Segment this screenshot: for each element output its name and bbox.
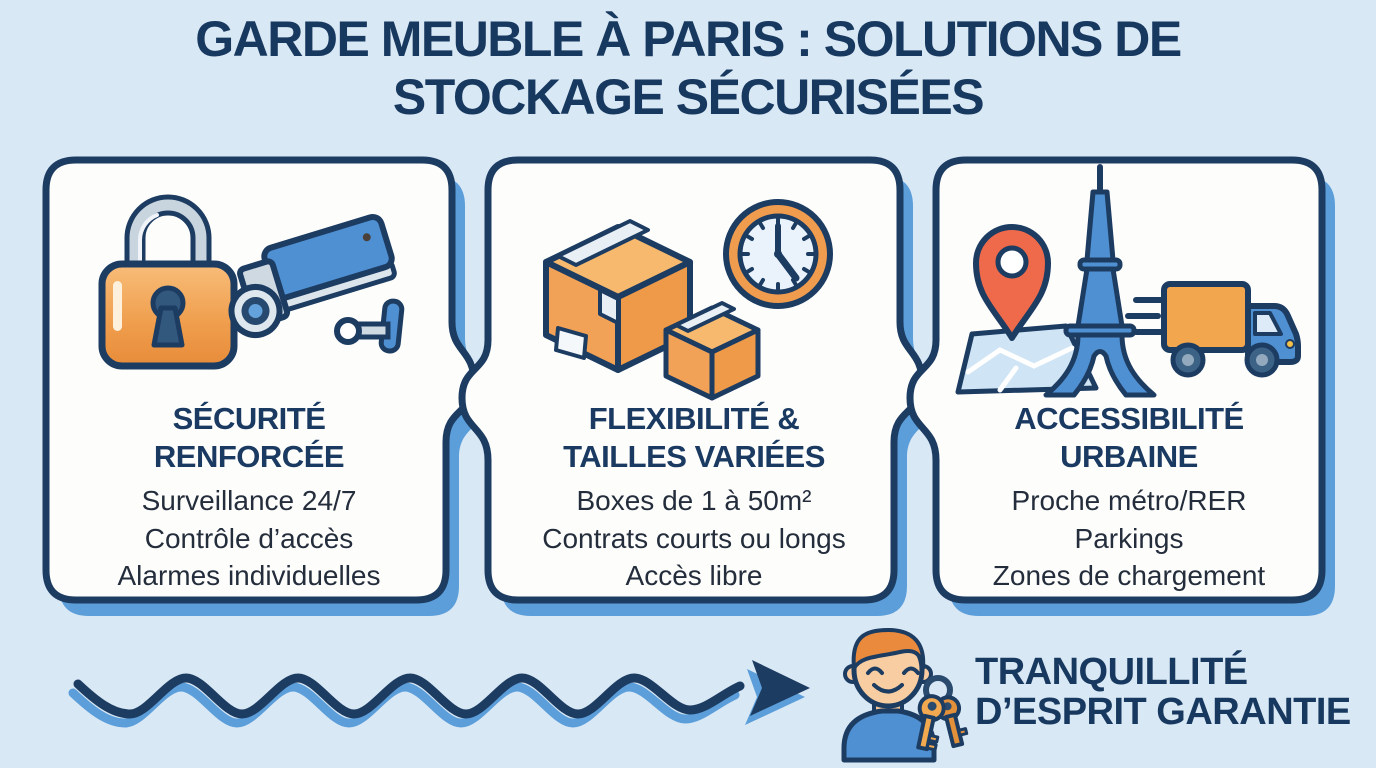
list-item: Zones de chargement: [992, 560, 1266, 591]
card-flexibility-title: FLEXIBILITÉ & TAILLES VARIÉES: [488, 400, 900, 476]
card-security-items: Surveillance 24/7 Contrôle d’accès Alarm…: [46, 482, 452, 595]
page-title: GARDE MEUBLE À PARIS : SOLUTIONS DE STOC…: [195, 11, 1182, 125]
storage-boxes-icon: [543, 219, 761, 401]
card-accessibility-title: ACCESSIBILITÉ URBAINE: [936, 400, 1322, 476]
list-item: Proche métro/RER: [1011, 485, 1247, 516]
card-security-title-line2: RENFORCÉE: [153, 439, 345, 474]
customer-with-keys-icon: [841, 628, 969, 763]
list-item: Parkings: [1074, 522, 1184, 554]
card-flexibility-title-line1: FLEXIBILITÉ &: [588, 401, 800, 436]
footer-tagline-line2: D’ESPRIT GARANTIE: [975, 691, 1351, 733]
footer-tagline-line1: TRANQUILLITÉ: [975, 651, 1248, 693]
list-item: Accès libre: [625, 560, 763, 591]
map-pin-icon: [973, 224, 1051, 341]
card-security-title: SÉCURITÉ RENFORCÉE: [46, 400, 452, 476]
list-item: Alarmes individuelles: [117, 560, 381, 591]
card-flexibility-items: Boxes de 1 à 50m² Contrats courts ou lon…: [488, 482, 900, 595]
clock-icon: [723, 199, 833, 309]
card-flexibility-title-line2: TAILLES VARIÉES: [563, 439, 825, 474]
list-item: Surveillance 24/7: [141, 485, 357, 516]
card-accessibility-title-line1: ACCESSIBILITÉ: [1014, 401, 1244, 436]
list-item: Contrats courts ou longs: [542, 522, 846, 554]
wavy-arrow-icon: [68, 660, 810, 728]
city-map-icon: [955, 323, 1099, 395]
list-item: Contrôle d’accès: [144, 522, 354, 554]
card-accessibility-title-line2: URBAINE: [1060, 439, 1198, 474]
card-security-title-line1: SÉCURITÉ: [172, 401, 326, 436]
eiffel-tower-icon: [1043, 164, 1157, 398]
cctv-camera-icon: [228, 213, 405, 354]
list-item: Boxes de 1 à 50m²: [576, 485, 812, 516]
footer-tagline: TRANQUILLITÉ D’ESPRIT GARANTIE: [975, 652, 1351, 732]
delivery-truck-icon: [1125, 281, 1301, 378]
card-accessibility-items: Proche métro/RER Parkings Zones de charg…: [936, 482, 1322, 595]
